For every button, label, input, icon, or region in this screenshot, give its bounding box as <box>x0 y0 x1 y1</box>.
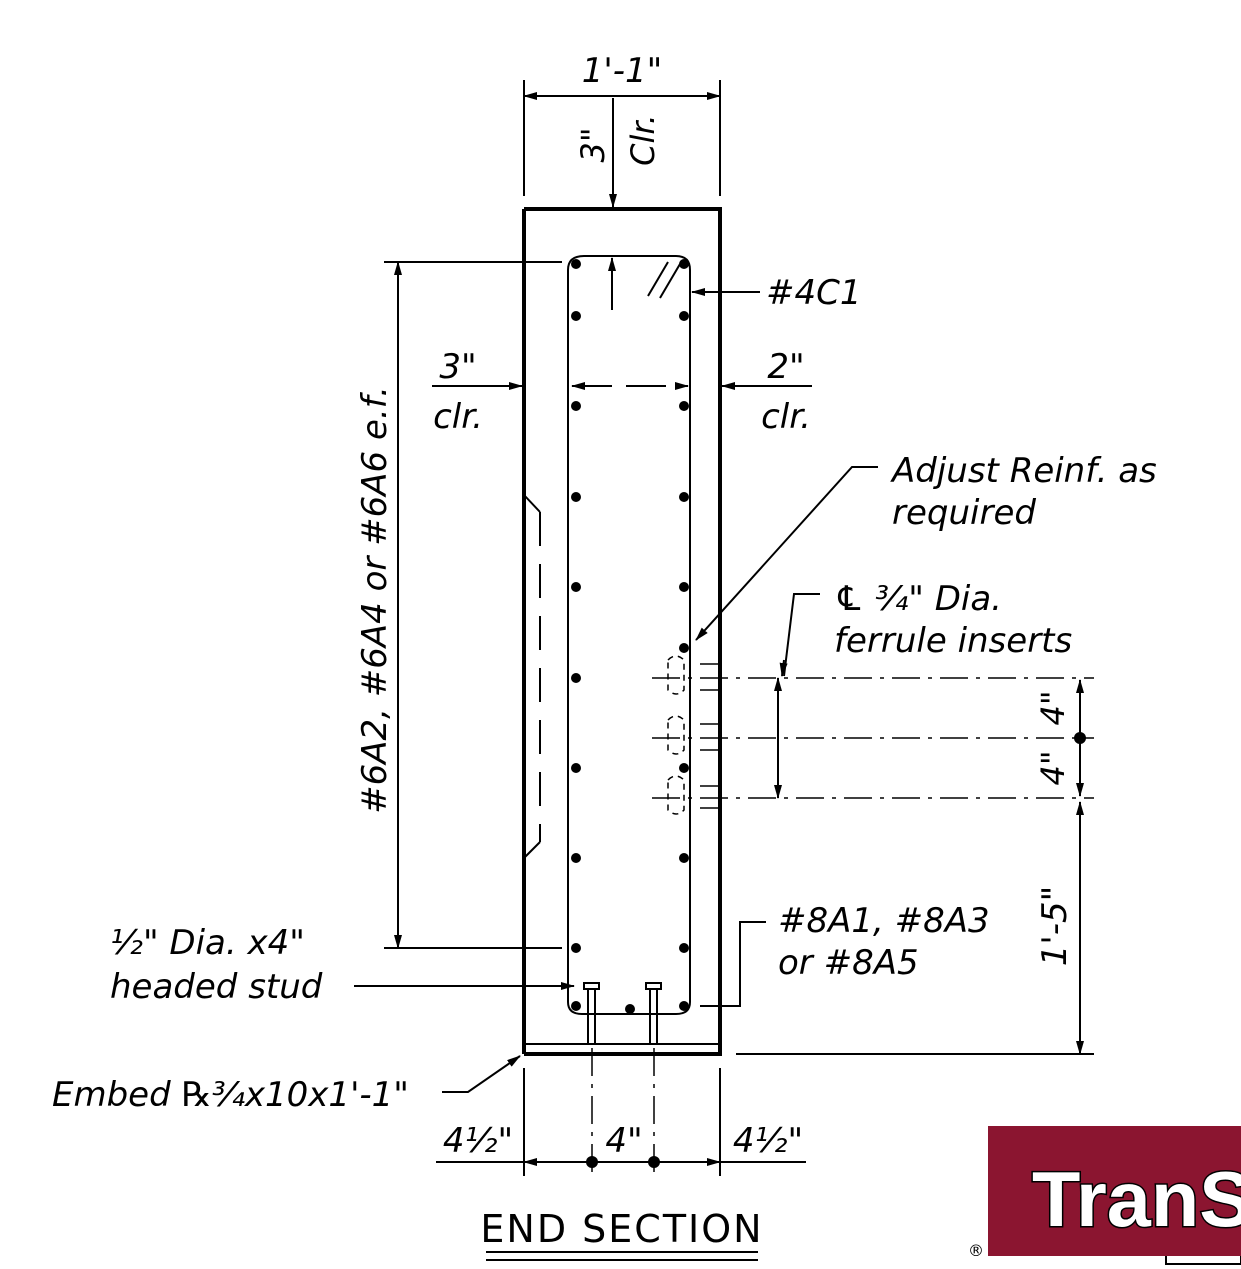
section-outline <box>522 207 722 1056</box>
bottom-bars-label-2: or #8A5 <box>778 943 919 983</box>
top-cover-num: 3" <box>574 127 612 162</box>
section-title: END SECTION <box>480 1207 763 1251</box>
dim-top-width-label: 1'-1" <box>582 51 663 91</box>
side-dashed-bar <box>523 494 541 859</box>
bottom-bars-leader <box>700 921 766 1007</box>
left-cover-den: clr. <box>433 397 483 437</box>
transtec-logo: TranS ® <box>968 1126 1241 1265</box>
stirrup-hook <box>647 261 681 299</box>
right-cover-num: 2" <box>767 347 804 387</box>
ferrule-label-1: ℄ ¾" Dia. <box>834 579 1002 619</box>
bottom-left-dim: 4½" <box>443 1121 513 1161</box>
adjust-leader <box>695 466 878 641</box>
dim-bottom <box>436 1048 806 1176</box>
insert-spacing-2: 4" <box>1034 750 1072 785</box>
right-cover-den: clr. <box>761 397 811 437</box>
ferrule-label-2: ferrule inserts <box>834 621 1072 661</box>
insert-spacing-1: 4" <box>1034 690 1072 725</box>
embed-leader <box>442 1055 521 1093</box>
bottom-right-dim: 4½" <box>733 1121 803 1161</box>
ferrule-leader <box>783 593 820 677</box>
dim-top-width <box>523 80 721 196</box>
top-cover-den: Clr. <box>624 114 662 166</box>
side-bars-label: #6A2, #6A4 or #6A6 e.f. <box>355 386 395 814</box>
stirrup <box>567 255 691 1015</box>
bottom-mid-dim: 4" <box>605 1121 642 1161</box>
left-cover-num: 3" <box>439 347 476 387</box>
bottom-bars-label-1: #8A1, #8A3 <box>778 901 990 941</box>
ferrule-inserts <box>667 655 720 815</box>
stud-label-1: ½" Dia. x4" <box>110 923 305 963</box>
headed-studs <box>583 982 662 1044</box>
stirrup-label: #4C1 <box>766 273 862 313</box>
insert-height: 1'-5" <box>1035 886 1075 967</box>
dim-side-bars <box>384 261 562 949</box>
logo-registered: ® <box>968 1241 984 1260</box>
embed-label: Embed ℞¾x10x1'-1" <box>52 1075 409 1115</box>
adjust-label-1: Adjust Reinf. as <box>890 451 1157 491</box>
dim-right-vertical <box>736 679 1094 1055</box>
adjust-label-2: required <box>892 493 1036 533</box>
rebar-dots <box>571 259 689 1014</box>
stud-label-2: headed stud <box>110 967 323 1007</box>
logo-text: TranS <box>1032 1155 1241 1243</box>
insert-centerlines <box>652 677 1094 799</box>
